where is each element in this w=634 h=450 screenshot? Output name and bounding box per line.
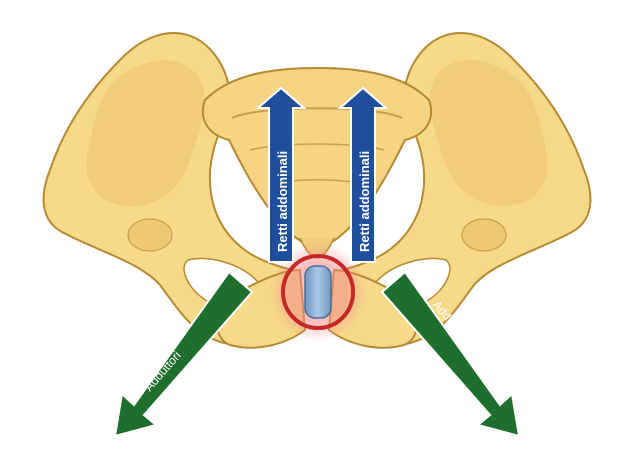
sacrum: [203, 68, 431, 248]
right-acetabulum: [462, 219, 506, 251]
rectus-label-left: Retti addominali: [275, 151, 290, 252]
symphysis-disc: [305, 266, 331, 318]
rectus-label-right: Retti addominali: [357, 151, 372, 252]
left-acetabulum: [128, 219, 172, 251]
